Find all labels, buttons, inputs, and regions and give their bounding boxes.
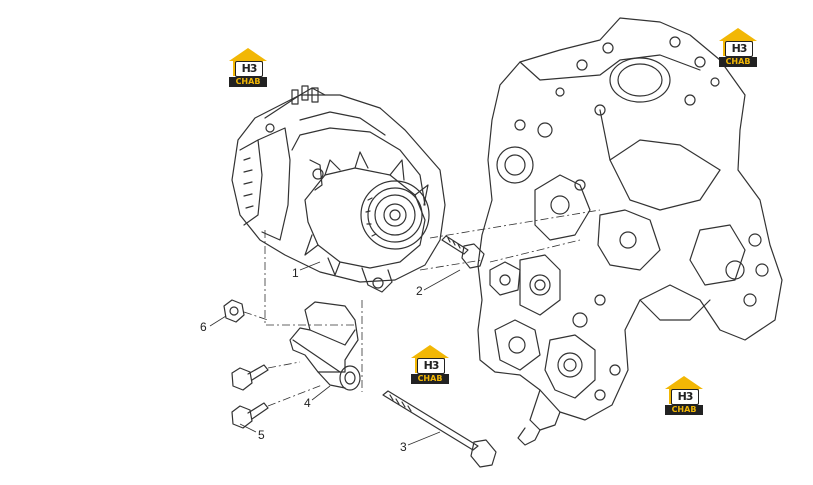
callout-4: 4 bbox=[304, 396, 311, 410]
logo-tag: CHAB bbox=[411, 374, 449, 384]
nut-icon bbox=[223, 299, 245, 323]
logo-roof bbox=[411, 345, 449, 358]
logo-roof bbox=[665, 376, 703, 389]
logo-roof bbox=[229, 48, 267, 61]
callout-2: 2 bbox=[416, 284, 423, 298]
watermark-logo-icon: H3 CHAB bbox=[229, 48, 267, 88]
callout-6: 6 bbox=[200, 320, 207, 334]
callout-3: 3 bbox=[400, 440, 407, 454]
logo-tag: CHAB bbox=[229, 77, 267, 87]
logo-mark: H3 bbox=[671, 389, 699, 405]
bolt-icon bbox=[382, 390, 497, 468]
logo-mark: H3 bbox=[725, 41, 753, 57]
callout-5: 5 bbox=[258, 428, 265, 442]
watermark-logo-icon: H3 CHAB bbox=[719, 28, 757, 68]
logo-tag: CHAB bbox=[665, 405, 703, 415]
logo-mark: H3 bbox=[235, 61, 263, 77]
engine-block-icon bbox=[477, 17, 783, 446]
logo-roof bbox=[719, 28, 757, 41]
watermark-logo-icon: H3 CHAB bbox=[665, 376, 703, 416]
bolt-icon bbox=[231, 364, 269, 429]
bracket-icon bbox=[289, 301, 361, 391]
logo-mark: H3 bbox=[417, 358, 445, 374]
callout-1: 1 bbox=[292, 266, 299, 280]
watermark-logo-icon: H3 CHAB bbox=[411, 345, 449, 385]
logo-tag: CHAB bbox=[719, 57, 757, 67]
alternator-icon bbox=[231, 85, 446, 293]
bolt-icon bbox=[441, 235, 485, 269]
